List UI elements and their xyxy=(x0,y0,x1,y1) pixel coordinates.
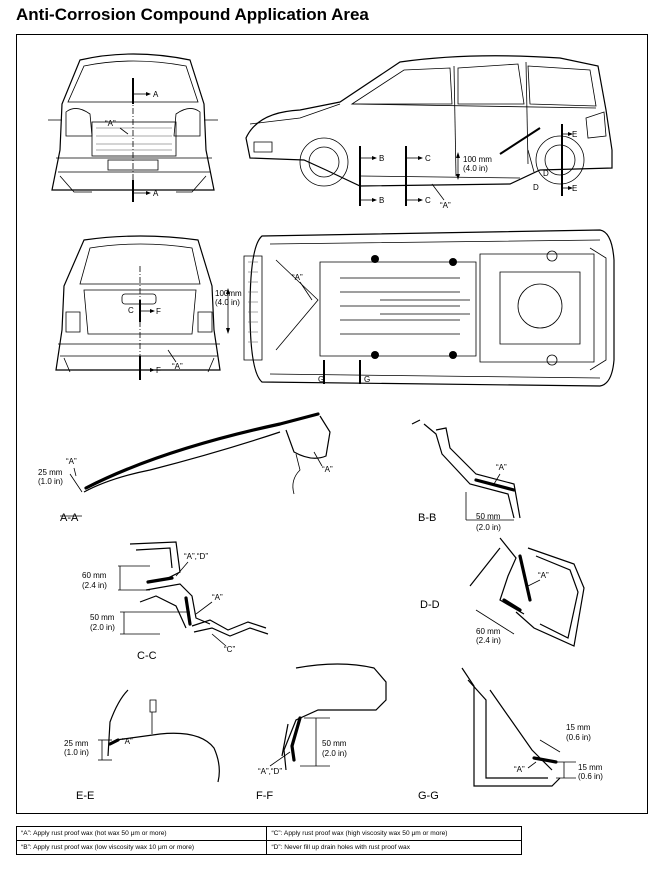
cc-dim-60mm: 60 mm xyxy=(82,571,107,580)
cut-label-e-top: E xyxy=(572,130,577,139)
section-aa: “A” “A” 25 mm (1.0 in) A-A xyxy=(38,412,333,524)
cut-label-f-top: F xyxy=(156,307,161,316)
cut-label-b-bottom: B xyxy=(379,196,384,205)
bb-dim-2in: (2.0 in) xyxy=(476,523,501,532)
legend-item-b: “B”: Apply rust proof wax (low viscosity… xyxy=(15,840,268,855)
cut-label-g-left: G xyxy=(318,375,324,384)
section-dd: “A” 60 mm (2.4 in) D-D xyxy=(420,537,585,647)
dd-dim-60mm: 60 mm xyxy=(476,627,501,636)
section-label-cc: C-C xyxy=(137,650,157,662)
diagram-frame xyxy=(16,34,648,814)
legend-item-a: “A”: Apply rust proof wax (hot wax 50 μm… xyxy=(15,826,268,841)
cc-dim-24in: (2.4 in) xyxy=(82,581,107,590)
front-callout-a: “A” xyxy=(105,119,116,128)
section-label-aa: A-A xyxy=(60,512,79,524)
section-bb: “A” 50 mm (2.0 in) B-B xyxy=(411,419,521,532)
dd-callout-a: “A” xyxy=(538,571,549,580)
cut-label-d-top: D xyxy=(543,169,549,178)
section-cc: “A”,“D” “A” “C” 60 mm (2.4 in) 50 mm (2.… xyxy=(82,541,269,662)
gg-dim-06in-top: (0.6 in) xyxy=(566,733,591,742)
cc-callout-ad: “A”,“D” xyxy=(184,552,208,561)
cc-dim-2in: (2.0 in) xyxy=(90,623,115,632)
ff-dim-50mm: 50 mm xyxy=(322,739,347,748)
aa-dim-25mm: 25 mm xyxy=(38,468,63,477)
rear-dim-100mm: 100mm xyxy=(215,289,242,298)
rear-view: F F C “A” 100mm (4.0 in) xyxy=(55,235,242,380)
side-dim-100mm: 100 mm xyxy=(463,155,492,164)
gg-dim-15mm-top: 15 mm xyxy=(566,723,591,732)
bb-dim-50mm: 50 mm xyxy=(476,512,501,521)
cut-label-f-bottom: F xyxy=(156,366,161,375)
side-dim-4in: (4.0 in) xyxy=(463,164,488,173)
gg-dim-15mm-bottom: 15 mm xyxy=(578,763,603,772)
front-view: A A “A” xyxy=(48,53,218,202)
cc-callout-c: “C” xyxy=(224,645,235,654)
gg-callout-a: “A” xyxy=(514,765,525,774)
cc-callout-a: “A” xyxy=(212,593,223,602)
ee-callout-a: “A” xyxy=(122,737,133,746)
ee-dim-1in: (1.0 in) xyxy=(64,748,89,757)
cut-label-d-bottom: D xyxy=(533,183,539,192)
cut-label-a-top: A xyxy=(153,90,159,99)
bb-callout-a: “A” xyxy=(496,463,507,472)
cut-label-g-right: G xyxy=(364,375,370,384)
aa-callout-a: “A” xyxy=(322,465,333,474)
legend-item-c: “C”: Apply rust proof wax (high viscosit… xyxy=(266,826,522,841)
underbody-callout-a: “A” xyxy=(292,273,303,282)
section-label-gg: G-G xyxy=(418,790,439,802)
cut-label-c-bottom: C xyxy=(425,196,431,205)
cc-dim-50mm: 50 mm xyxy=(90,613,115,622)
underbody-view: G G “A” xyxy=(243,229,615,387)
side-view: B B C C 100 mm (4.0 in) “A” D D E E xyxy=(245,55,613,210)
dd-dim-24in: (2.4 in) xyxy=(476,636,501,645)
legend-item-d: “D”: Never fill up drain holes with rust… xyxy=(266,840,522,855)
rear-dim-4in: (4.0 in) xyxy=(215,298,240,307)
ff-callout-ad: “A”,“D” xyxy=(258,767,282,776)
cut-label-c-top: C xyxy=(425,154,431,163)
side-callout-a: “A” xyxy=(440,201,451,210)
rear-cut-c: C xyxy=(128,306,134,315)
aa-callout-a2: “A” xyxy=(66,457,77,466)
ee-dim-25mm: 25 mm xyxy=(64,739,89,748)
ff-dim-2in: (2.0 in) xyxy=(322,749,347,758)
section-label-ff: F-F xyxy=(256,790,273,802)
section-label-bb: B-B xyxy=(418,512,436,524)
cut-label-a-bottom: A xyxy=(153,189,159,198)
section-ee: “A” 25 mm (1.0 in) E-E xyxy=(64,689,220,802)
legend-row: “A”: Apply rust proof wax (hot wax 50 μm… xyxy=(15,826,522,841)
legend-row: “B”: Apply rust proof wax (low viscosity… xyxy=(15,840,522,855)
legend-table: “A”: Apply rust proof wax (hot wax 50 μm… xyxy=(15,826,522,855)
section-ff: “A”,“D” 50 mm (2.0 in) F-F xyxy=(256,663,387,802)
aa-dim-1in: (1.0 in) xyxy=(38,477,63,486)
section-gg: “A” 15 mm (0.6 in) 15 mm (0.6 in) G-G xyxy=(418,667,603,802)
page-title: Anti-Corrosion Compound Application Area xyxy=(16,5,369,24)
section-label-ee: E-E xyxy=(76,790,94,802)
cut-label-e-bottom: E xyxy=(572,184,577,193)
section-label-dd: D-D xyxy=(420,599,440,611)
cut-label-b-top: B xyxy=(379,154,384,163)
gg-dim-06in-bottom: (0.6 in) xyxy=(578,772,603,781)
rear-callout-a: “A” xyxy=(172,362,183,371)
